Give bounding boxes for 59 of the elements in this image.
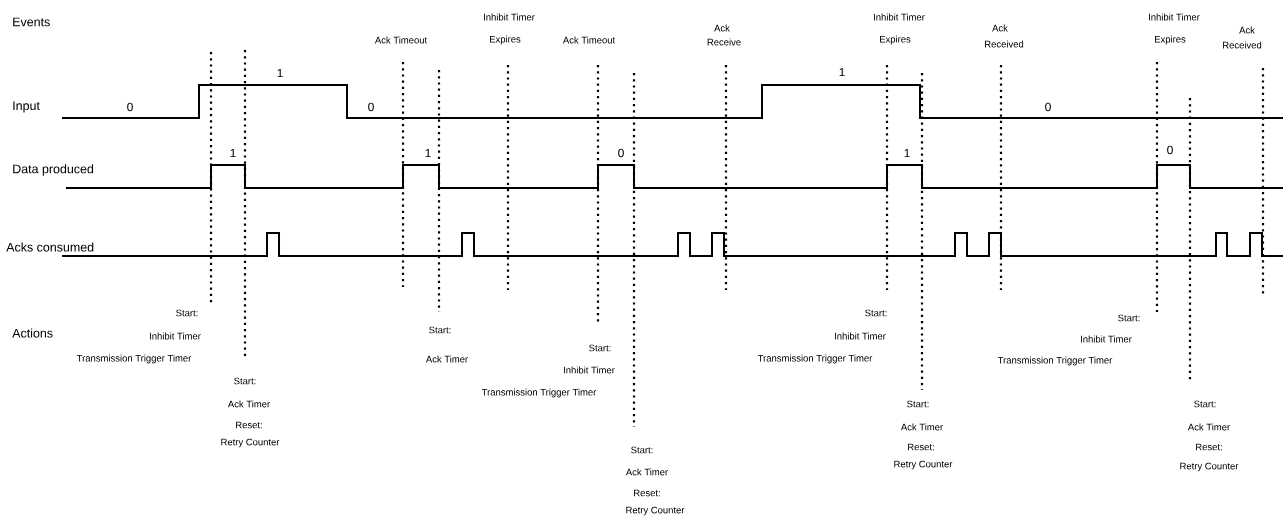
event-label: Received [1223,41,1262,49]
value-label: 1 [839,67,845,77]
event-label: Expires [490,35,521,45]
event-label: Reset: [1196,443,1222,451]
event-label: Ack Timeout [374,36,428,44]
event-label: Receive [707,38,741,46]
value-label: 0 [368,102,374,112]
event-label: Start: [234,377,256,385]
value-label: 0 [127,102,133,112]
value-label: 1 [425,148,431,158]
event-label: Start: [1118,314,1140,322]
event-label: Reset: [236,421,262,429]
event-label: Start: [907,400,929,408]
event-label: Inhibit Timer [1149,13,1200,21]
event-label: Ack Timer [1187,423,1230,431]
event-label: Start: [429,326,451,334]
event-label: Inhibit Timer [874,13,925,21]
value-label: 1 [277,68,283,78]
event-label: Inhibit Timer [564,366,615,374]
event-label: Transmission Trigger Timer [76,354,192,364]
value-label: 1 [230,148,236,158]
value-label: 1 [904,148,910,158]
event-label: Start: [589,344,611,352]
event-label: Transmission Trigger Timer [757,354,873,364]
event-label: Ack Timer [425,355,468,363]
row-label: Events [13,17,50,27]
event-label: Retry Counter [1180,462,1239,472]
event-label: Received [985,40,1024,48]
event-label: Inhibit Timer [1081,335,1132,343]
event-label: Inhibit Timer [484,13,535,21]
event-label: Ack [1239,26,1255,34]
event-label: Expires [880,35,911,45]
event-label: Ack Timer [227,400,270,408]
row-label: Acks consumed [6,242,94,252]
event-label: Start: [631,446,653,454]
row-label: Actions [12,328,53,338]
event-label: Retry Counter [221,438,280,448]
event-label: Inhibit Timer [150,332,201,340]
event-label: Retry Counter [626,506,685,516]
event-label: Ack [992,24,1008,32]
event-label: Ack Timer [625,468,668,476]
value-label: 0 [618,148,624,158]
event-label: Expires [1155,35,1186,45]
event-label: Start: [1194,400,1216,408]
event-label: Ack Timeout [562,36,616,44]
event-label: Transmission Trigger Timer [997,356,1113,366]
event-label: Retry Counter [894,460,953,470]
event-label: Reset: [634,489,660,497]
row-label: Data produced [13,164,94,176]
event-label: Ack [714,24,730,32]
value-label: 0 [1167,145,1173,155]
event-label: Start: [176,309,198,317]
event-label: Ack Timer [900,423,943,431]
event-label: Start: [865,309,887,317]
event-label: Inhibit Timer [835,332,886,340]
event-label: Reset: [908,443,934,451]
row-label: Input [13,101,40,113]
value-label: 0 [1045,102,1051,112]
event-label: Transmission Trigger Timer [481,388,597,398]
